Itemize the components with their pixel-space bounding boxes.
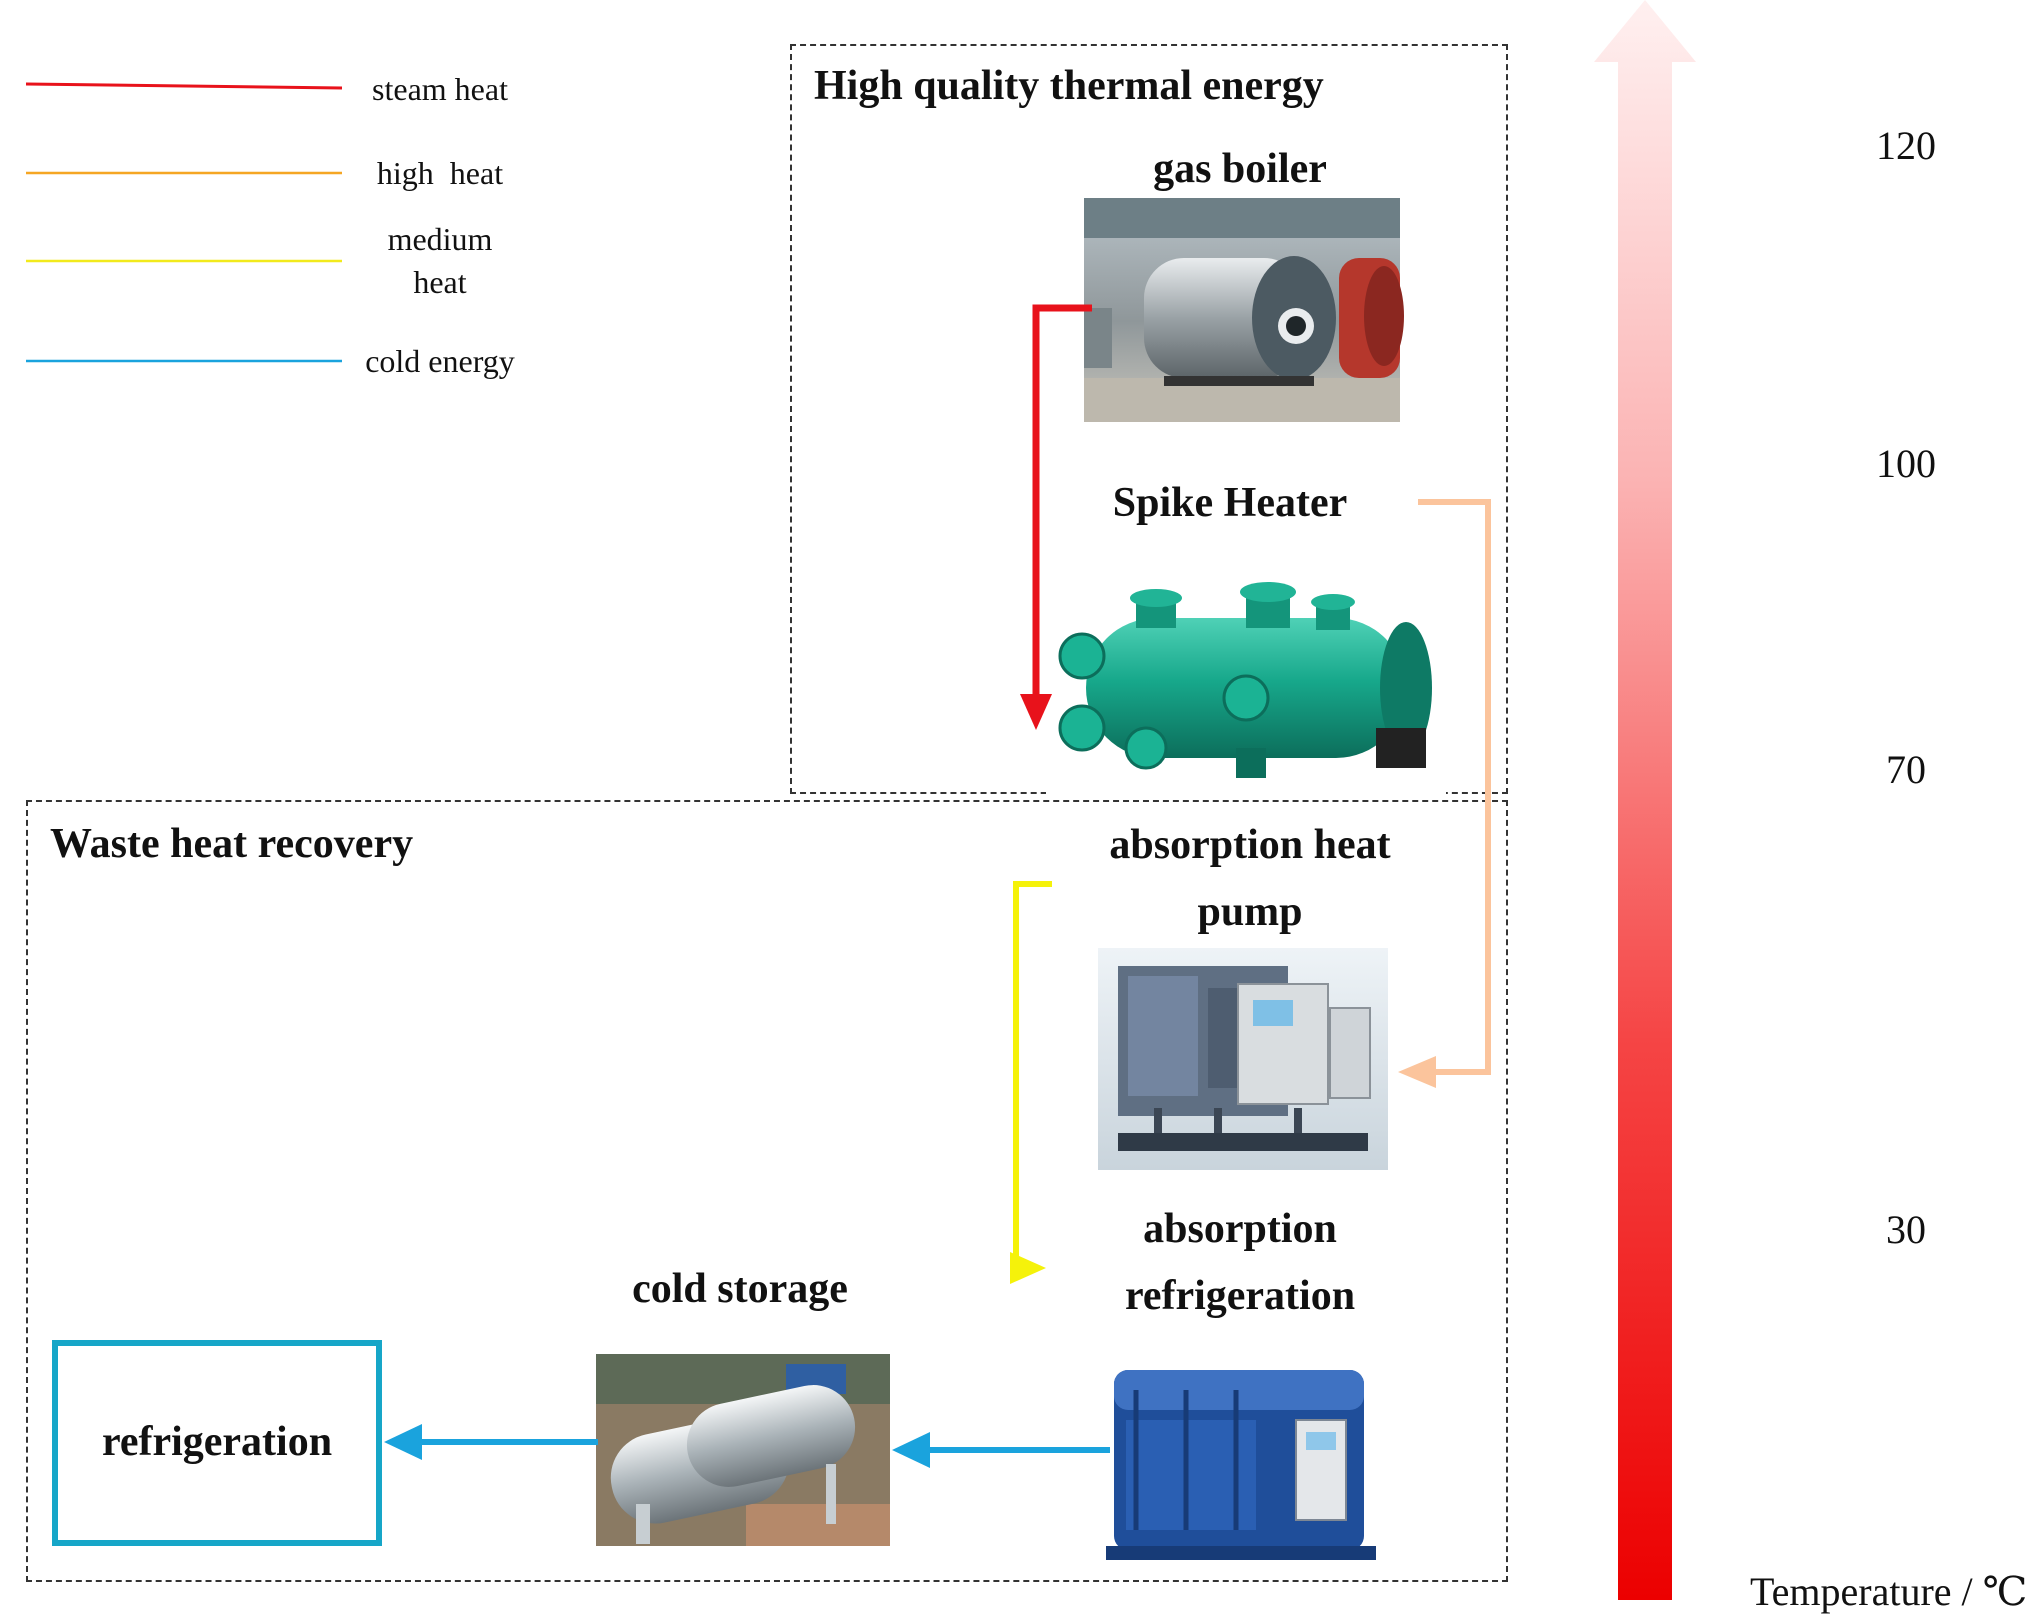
absorption-heat-pump-label: absorption heat pump <box>1109 822 1391 936</box>
temperature-tick-70: 70 <box>1886 747 1926 792</box>
temperature-axis-label: Temperature / ℃ <box>1750 1569 2028 1614</box>
high-heat-arrow <box>1398 499 1491 1088</box>
medium-heat-arrow <box>1010 881 1052 1284</box>
cold-energy-arrow-2 <box>384 1424 598 1460</box>
legend-line-cold <box>26 359 342 363</box>
cold-storage-image <box>596 1354 890 1546</box>
absorption-refrigeration-label: absorption refrigeration <box>1124 1206 1356 1320</box>
temperature-tick-120: 120 <box>1876 123 1936 168</box>
legend: steam heat high heat medium heat cold en… <box>0 0 560 400</box>
absorption-refrigeration-image <box>1096 1350 1388 1576</box>
cold-energy-arrow-1 <box>892 1432 1110 1468</box>
spike-heater-image <box>1046 578 1446 796</box>
legend-line-high <box>26 171 342 175</box>
refrigeration-box: refrigeration <box>52 1340 382 1546</box>
legend-line-medium <box>26 259 342 263</box>
legend-label-high: high heat <box>376 155 504 191</box>
spike-heater-label: Spike Heater <box>1112 480 1348 526</box>
cold-storage-label: cold storage <box>632 1266 848 1312</box>
temperature-tick-30: 30 <box>1886 1207 1926 1252</box>
legend-label-cold: cold energy <box>365 343 515 379</box>
steam-heat-arrow <box>1020 304 1092 730</box>
gas-boiler-label: gas boiler <box>1153 146 1327 192</box>
temperature-gradient-arrow <box>1594 0 1696 1600</box>
high-quality-group-title: High quality thermal energy <box>814 63 1324 109</box>
legend-label-medium: medium heat <box>387 221 493 301</box>
refrigeration-label: refrigeration <box>101 1419 333 1466</box>
gas-boiler-image <box>1084 198 1404 422</box>
absorption-heat-pump-image <box>1098 948 1388 1170</box>
legend-label-steam: steam heat <box>372 71 508 107</box>
legend-line-steam <box>25 82 343 90</box>
waste-heat-group-title: Waste heat recovery <box>50 821 414 867</box>
temperature-tick-100: 100 <box>1876 441 1936 486</box>
waste-heat-group-box <box>26 800 1508 1582</box>
